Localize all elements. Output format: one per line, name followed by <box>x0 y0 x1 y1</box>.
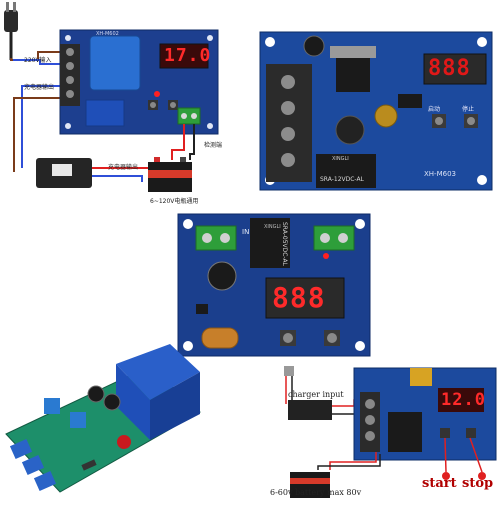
wiring-diagram-panel: XH-M602 17.0 220V输入 充电器输出 检测端 充电器输出 6~12… <box>0 0 240 210</box>
led-display-value: 12.0 <box>441 390 486 410</box>
relay-brand: XINGLI <box>264 224 281 230</box>
stop-label: 停止 <box>462 106 475 113</box>
relay-model: SRA-05VDC-AL <box>281 222 288 266</box>
xh-m603-board-photo: 888 XINGLI SRA-12VDC-AL XH-M603 启动 停止 <box>258 30 494 192</box>
relay-brand: XINGLI <box>332 156 349 162</box>
ac-plug <box>4 2 18 60</box>
label-start: start <box>422 476 457 491</box>
led-display-value: 888 <box>272 281 326 314</box>
board-model-label: XH-M603 <box>424 170 456 178</box>
transformer <box>89 35 141 91</box>
led-display-value: 17.0 <box>164 45 212 66</box>
start-stop-svg <box>284 366 497 498</box>
in-label: IN <box>242 228 250 236</box>
wiring-diagram-svg <box>4 2 219 192</box>
start-stop-wiring-panel: 12.0 charger input 6-60v battery max 80v… <box>270 364 500 500</box>
label-charger-input: charger input <box>288 390 344 399</box>
led-display-bg <box>159 43 209 69</box>
led-display-value: 888 <box>428 56 471 81</box>
label-battery-range: 6~120V电瓶通用 <box>150 198 199 205</box>
label-battery-spec: 6-60v battery max 80v <box>270 488 362 497</box>
green-board-svg <box>5 344 201 493</box>
xh-m603-svg <box>259 31 493 191</box>
model-label: XH-M602 <box>96 31 119 37</box>
green-relay-board-photo <box>0 342 206 500</box>
label-stop: stop <box>462 476 494 491</box>
start-label: 启动 <box>428 106 441 113</box>
relay-model: SRA-12VDC-AL <box>320 176 364 183</box>
label-charger-output: 充电器输出 <box>24 84 55 91</box>
label-charger-output-2: 充电器输出 <box>108 164 139 171</box>
middle-board-photo: 888 SRA-05VDC-AL XINGLI IN <box>176 212 372 358</box>
label-220v-input: 220V输入 <box>24 57 52 64</box>
label-detect-terminal: 检测端 <box>204 142 223 149</box>
middle-board-svg <box>177 213 371 357</box>
